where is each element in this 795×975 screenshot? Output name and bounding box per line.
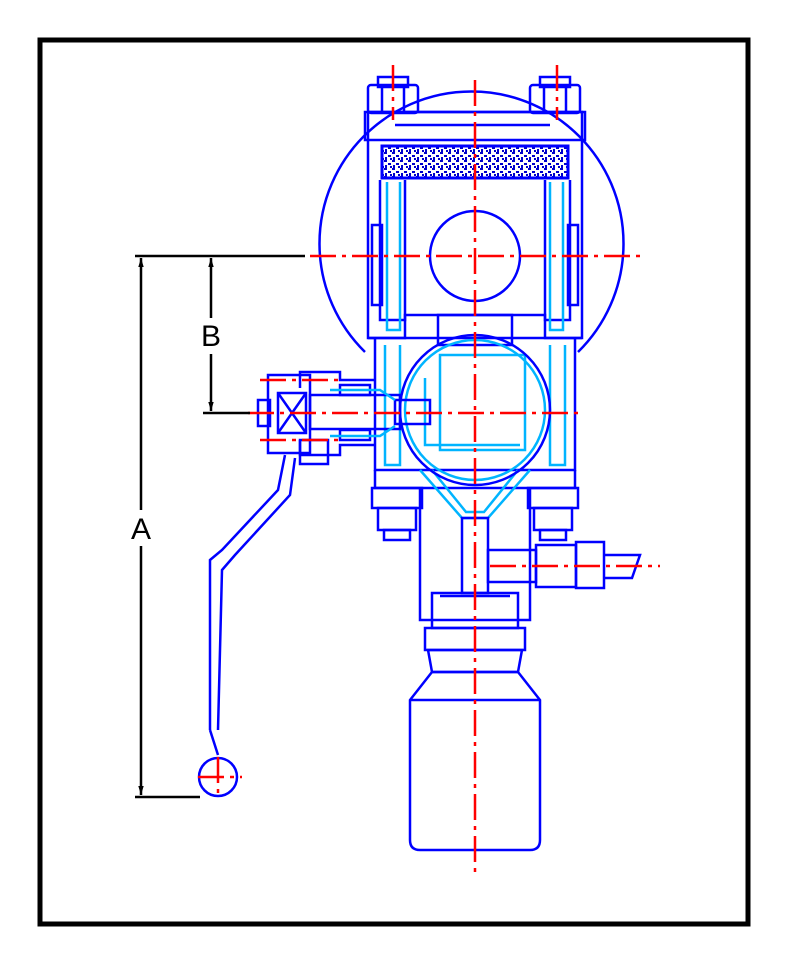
lower-bolts xyxy=(370,486,580,542)
centerlines xyxy=(198,65,660,878)
collection-bottle xyxy=(408,591,542,852)
drawing-frame xyxy=(37,37,751,927)
dimension-b-label: B xyxy=(201,320,221,353)
handle-lever xyxy=(197,454,297,798)
dimension-a-label: A xyxy=(131,513,151,546)
stem-packing xyxy=(330,388,396,438)
